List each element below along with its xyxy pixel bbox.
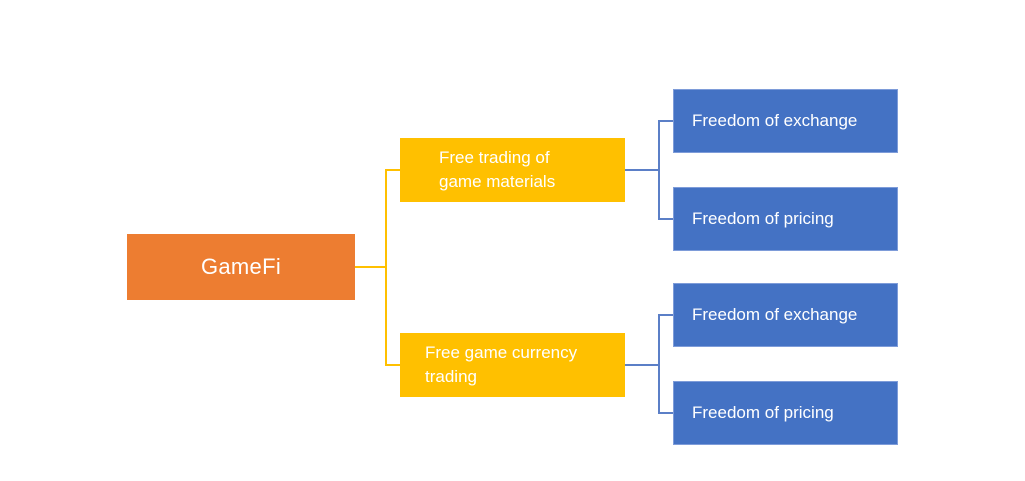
leaf-node-freedom-of-pricing-bottom: Freedom of pricing [673, 381, 898, 445]
branch-node-free-trading-of-game-materials: Free trading of game materials [400, 138, 625, 202]
leaf-node-label: Freedom of exchange [692, 111, 858, 130]
connector-root-vertical [385, 169, 387, 366]
connector-branch1-stub [385, 169, 400, 171]
root-node-label: GameFi [200, 254, 282, 279]
connector-branch2-vertical [658, 314, 660, 414]
leaf-node-label: Freedom of exchange [692, 305, 858, 324]
root-node-gamefi: GameFi [127, 234, 355, 300]
leaf-node-label: Freedom of pricing [692, 403, 834, 422]
leaf-node-freedom-of-pricing-top: Freedom of pricing [673, 187, 898, 251]
connector-leaf2-stub [658, 218, 673, 220]
leaf-node-freedom-of-exchange-bottom: Freedom of exchange [673, 283, 898, 347]
connector-root-horizontal [355, 266, 385, 268]
connector-branch2-stub [385, 364, 400, 366]
connector-leaf4-stub [658, 412, 673, 414]
branch-node-label: Free game currency trading [425, 343, 578, 386]
branch-node-label: Free trading of game materials [439, 148, 556, 191]
connector-branch2-horizontal [625, 364, 658, 366]
branch-node-free-game-currency-trading: Free game currency trading [400, 333, 625, 397]
connector-branch1-vertical [658, 120, 660, 220]
connector-leaf1-stub [658, 120, 673, 122]
connector-leaf3-stub [658, 314, 673, 316]
leaf-node-freedom-of-exchange-top: Freedom of exchange [673, 89, 898, 153]
connector-branch1-horizontal [625, 169, 658, 171]
leaf-node-label: Freedom of pricing [692, 209, 834, 228]
